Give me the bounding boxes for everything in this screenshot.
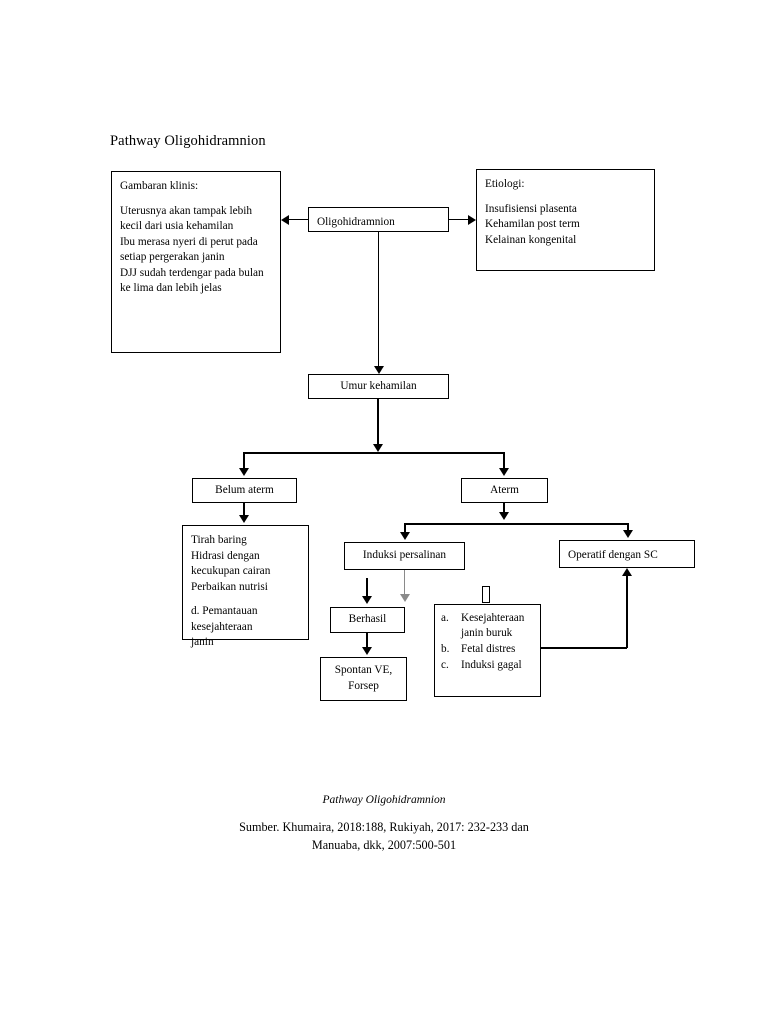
- arrowhead-right-etiologi: [468, 215, 476, 225]
- arrowhead-down-faint: [400, 594, 410, 602]
- umur-kehamilan-label: Umur kehamilan: [340, 379, 417, 392]
- tirah-line-3: kecukupan cairan: [191, 565, 271, 578]
- node-aterm: Aterm: [461, 478, 548, 503]
- arrowhead-down-aterm-junction: [499, 512, 509, 520]
- indikasi-list: a. Kesejahteraan janin buruk b. Fetal di…: [441, 611, 540, 674]
- connector-oligo-to-gambaran: [289, 219, 308, 221]
- page-title: Pathway Oligohidramnion: [110, 133, 266, 149]
- arrowhead-down-umur: [374, 366, 384, 374]
- list-item: c. Induksi gagal: [441, 658, 540, 674]
- connector-drop-belum-aterm: [243, 452, 246, 470]
- figure-source: Sumber. Khumaira, 2018:188, Rukiyah, 201…: [0, 819, 768, 854]
- gambaran-line-6: ke lima dan lebih jelas: [120, 282, 222, 295]
- node-gambaran-klinis: Gambaran klinis: Uterusnya akan tampak l…: [111, 171, 281, 353]
- connector-induksi-to-berhasil: [366, 578, 369, 598]
- gambaran-line-4: setiap pergerakan janin: [120, 251, 225, 264]
- connector-list-to-operatif-horizontal: [541, 647, 627, 650]
- connector-drop-aterm: [503, 452, 506, 470]
- list-text-b: Fetal distres: [461, 643, 516, 655]
- node-umur-kehamilan: Umur kehamilan: [308, 374, 449, 399]
- spontan-line-1: Spontan VE,: [334, 664, 393, 677]
- arrowhead-down-operatif: [623, 530, 633, 538]
- tirah-pemantauan-line-1: d. Pemantauan: [191, 605, 258, 618]
- node-tirah-baring: Tirah baring Hidrasi dengan kecukupan ca…: [182, 525, 309, 648]
- operatif-sc-label: Operatif dengan SC: [568, 549, 658, 561]
- node-operatif-sc: Operatif dengan SC: [559, 540, 695, 568]
- arrowhead-up-operatif: [622, 568, 632, 576]
- arrowhead-down-induksi: [400, 532, 410, 540]
- node-oligohidramnion: Oligohidramnion: [308, 207, 449, 232]
- source-line-2: Manuaba, dkk, 2007:500-501: [311, 837, 457, 852]
- connector-umur-trunk: [377, 399, 380, 446]
- connector-drop-operatif: [627, 523, 630, 532]
- figure-caption: Pathway Oligohidramnion: [322, 794, 446, 806]
- etiologi-line-1: Insufisiensi plasenta: [485, 202, 577, 215]
- arrowhead-down-tirah: [239, 515, 249, 523]
- tirah-pemantauan-line-3: janin: [191, 636, 214, 649]
- gambaran-line-3: Ibu merasa nyeri di perut pada: [120, 235, 258, 248]
- belum-aterm-label: Belum aterm: [215, 483, 274, 496]
- gambaran-heading: Gambaran klinis:: [120, 180, 199, 192]
- connector-drop-induksi: [404, 523, 407, 534]
- node-indikasi-list: a. Kesejahteraan janin buruk b. Fetal di…: [434, 604, 541, 697]
- tirah-line-1: Tirah baring: [191, 534, 247, 546]
- arrowhead-down-berhasil: [362, 596, 372, 604]
- list-marker-a: a.: [441, 612, 449, 624]
- arrowhead-down-spontan: [362, 647, 372, 655]
- connector-stub-list: [482, 586, 490, 603]
- induksi-persalinan-label: Induksi persalinan: [362, 549, 447, 562]
- connector-berhasil-to-spontan: [366, 633, 369, 649]
- tirah-line-4: Perbaikan nutrisi: [191, 580, 268, 593]
- etiologi-line-3: Kelainan kongenital: [485, 233, 577, 246]
- arrowhead-left-gambaran: [281, 215, 289, 225]
- node-spontan-ve-forsep: Spontan VE, Forsep: [320, 657, 407, 701]
- spacer: [485, 193, 646, 202]
- arrowhead-down-belum-aterm: [239, 468, 249, 476]
- berhasil-label: Berhasil: [348, 613, 387, 626]
- connector-aterm-trunk: [503, 503, 506, 515]
- node-berhasil: Berhasil: [330, 607, 405, 633]
- spacer: [191, 595, 300, 604]
- spacer: [120, 195, 272, 204]
- gambaran-line-5: DJJ sudah terdengar pada bulan: [120, 266, 264, 279]
- gambaran-line-1: Uterusnya akan tampak lebih: [120, 204, 253, 217]
- connector-belum-to-tirah: [243, 503, 246, 517]
- tirah-pemantauan-line-2: kesejahteraan: [191, 620, 253, 633]
- connector-induksi-down-faint: [404, 570, 406, 596]
- source-line-1: Sumber. Khumaira, 2018:188, Rukiyah, 201…: [239, 820, 529, 834]
- tirah-line-2: Hidrasi dengan: [191, 549, 260, 562]
- oligohidramnion-label: Oligohidramnion: [317, 216, 395, 228]
- list-text-a: Kesejahteraan janin buruk: [461, 612, 525, 639]
- arrowhead-down-split-junction: [373, 444, 383, 452]
- node-induksi-persalinan: Induksi persalinan: [344, 542, 465, 570]
- spontan-line-2: Forsep: [348, 680, 379, 692]
- gambaran-line-2: kecil dari usia kehamilan: [120, 220, 234, 233]
- connector-oligo-to-etiologi: [449, 219, 468, 221]
- list-marker-c: c.: [441, 659, 449, 671]
- node-etiologi: Etiologi: Insufisiensi plasenta Kehamila…: [476, 169, 655, 271]
- list-item: b. Fetal distres: [441, 642, 540, 658]
- arrowhead-down-aterm: [499, 468, 509, 476]
- connector-oligo-to-umur: [378, 232, 380, 366]
- etiologi-line-2: Kehamilan post term: [485, 218, 580, 231]
- connector-split-bar-aterm: [243, 452, 505, 455]
- node-belum-aterm: Belum aterm: [192, 478, 297, 503]
- list-item: a. Kesejahteraan janin buruk: [441, 611, 540, 642]
- connector-split-bar-aterm-children: [404, 523, 627, 526]
- aterm-label: Aterm: [490, 483, 519, 496]
- connector-list-to-operatif-vertical: [626, 576, 629, 648]
- list-text-c: Induksi gagal: [461, 659, 522, 671]
- etiologi-heading: Etiologi:: [485, 178, 525, 190]
- list-marker-b: b.: [441, 643, 450, 655]
